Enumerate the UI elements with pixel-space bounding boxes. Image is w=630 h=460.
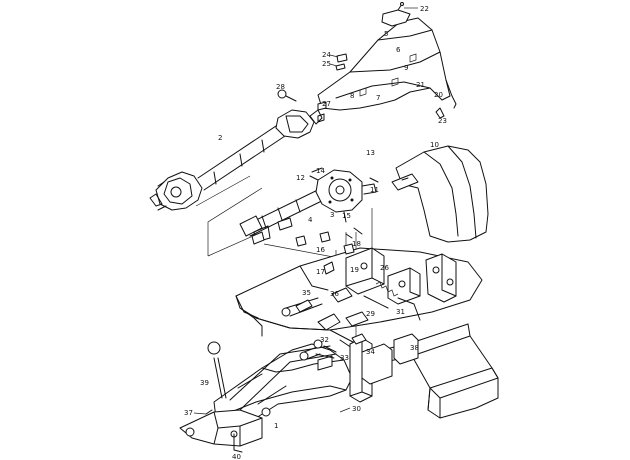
callout-13: 13 (366, 149, 375, 157)
callout-40: 40 (232, 453, 241, 460)
main-frame (235, 247, 483, 365)
callout-20: 20 (434, 91, 443, 99)
callout-39: 39 (200, 379, 209, 387)
callout-38: 38 (410, 344, 419, 352)
callout-12: 12 (296, 174, 305, 182)
callout-25: 25 (322, 60, 331, 68)
callout-8: 8 (350, 92, 354, 100)
callout-1: 1 (274, 422, 278, 430)
pto-driveshaft (149, 109, 323, 211)
callout-16: 16 (316, 246, 325, 254)
callout-10: 10 (430, 141, 439, 149)
callout-17: 17 (316, 268, 325, 276)
callout-11: 11 (370, 186, 379, 194)
callout-30: 30 (352, 405, 361, 413)
callout-9: 9 (404, 64, 408, 72)
callout-24: 24 (322, 51, 331, 59)
callout-21: 21 (416, 81, 425, 89)
callout-31: 31 (396, 308, 405, 316)
callout-15: 15 (342, 212, 351, 220)
callout-labels: 22 24 25 28 27 23 10 2 21 20 5 6 7 8 9 1… (184, 5, 447, 460)
callout-5: 5 (384, 30, 388, 38)
top-bracket-assembly (317, 2, 457, 119)
callout-36: 36 (330, 290, 339, 298)
callout-23: 23 (438, 117, 447, 125)
callout-3: 3 (330, 211, 334, 219)
callout-4: 4 (308, 216, 313, 224)
callout-33: 33 (340, 354, 349, 362)
callout-37: 37 (184, 409, 193, 417)
gearbox-assembly (239, 167, 379, 245)
callout-29: 29 (366, 310, 375, 318)
callout-7: 7 (376, 94, 380, 102)
callout-32: 32 (320, 336, 329, 344)
callout-26: 26 (380, 264, 389, 272)
callout-14: 14 (316, 167, 325, 175)
callout-28: 28 (276, 83, 285, 91)
skid-plate (411, 335, 499, 419)
middle-hardware (277, 217, 369, 359)
callout-2: 2 (218, 134, 222, 142)
callout-6: 6 (396, 46, 401, 54)
callout-22: 22 (420, 5, 429, 13)
callout-27: 27 (322, 100, 331, 108)
hitch-a-frame (179, 333, 419, 453)
callout-34: 34 (366, 348, 375, 356)
callout-18: 18 (352, 240, 361, 248)
callout-19: 19 (350, 266, 359, 274)
callout-35: 35 (302, 289, 311, 297)
rear-guard-cover (391, 145, 489, 243)
